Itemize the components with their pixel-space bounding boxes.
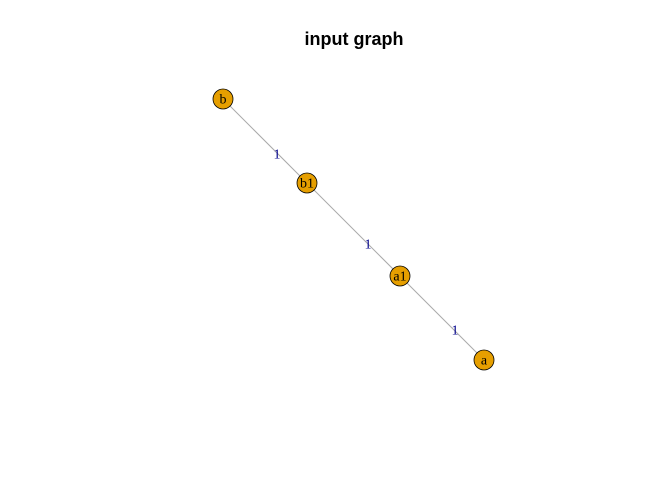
node-a: a xyxy=(473,349,495,371)
node-a1: a1 xyxy=(389,265,411,287)
node-circle-a1 xyxy=(389,265,411,287)
node-label-a1: a1 xyxy=(393,270,406,285)
edges-layer: 1 1 1 xyxy=(222,98,485,361)
node-label-a: a xyxy=(481,354,488,369)
node-circle-b1 xyxy=(296,172,318,194)
edge-label-b-b1: 1 xyxy=(274,148,281,163)
nodes-layer: b b1 a1 a xyxy=(212,88,495,371)
node-label-b: b xyxy=(220,93,227,108)
edge-b1-a1 xyxy=(306,182,401,277)
edge-label-a1-a: 1 xyxy=(452,324,459,339)
node-circle-a xyxy=(473,349,495,371)
node-b1: b1 xyxy=(296,172,318,194)
edge-b-b1 xyxy=(222,98,308,184)
graph-title: input graph xyxy=(304,29,404,49)
node-label-b1: b1 xyxy=(300,177,314,192)
node-circle-b xyxy=(212,88,234,110)
edge-label-b1-a1: 1 xyxy=(365,238,372,253)
node-b: b xyxy=(212,88,234,110)
edge-a1-a xyxy=(399,275,485,361)
